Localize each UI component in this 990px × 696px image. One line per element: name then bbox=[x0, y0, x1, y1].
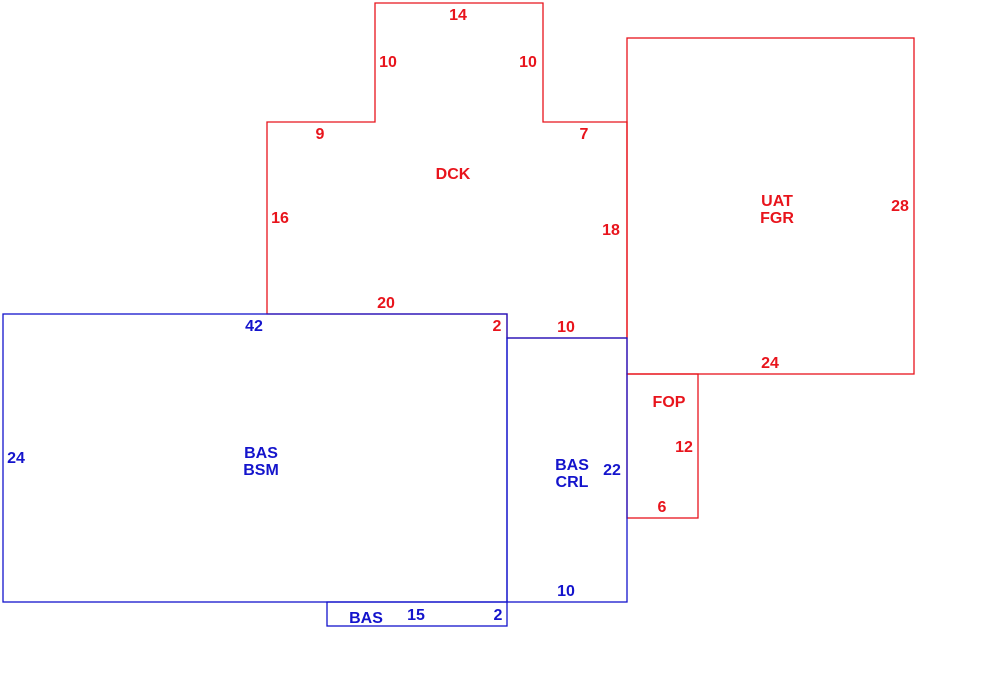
bas-crl-dim-bottom: 10 bbox=[557, 583, 575, 600]
uat-fgr-outline bbox=[626, 37, 915, 375]
dck-dim-right-step: 7 bbox=[580, 126, 589, 143]
fgr-area-label: FGR bbox=[760, 210, 794, 227]
uat-fgr-dim-bottom: 24 bbox=[761, 355, 779, 372]
dck-dim-left-side: 16 bbox=[271, 210, 289, 227]
uat-area-label: UAT bbox=[761, 193, 793, 210]
bas-bsm-dim-top: 42 bbox=[245, 318, 263, 335]
dck-dim-bottom: 20 bbox=[377, 295, 395, 312]
fop-dim-bottom: 6 bbox=[658, 499, 667, 516]
crl-area-label: CRL bbox=[556, 474, 589, 491]
bas-crl-dim-right: 22 bbox=[603, 462, 621, 479]
bas-small-outline bbox=[326, 601, 508, 627]
bsm-area-label: BSM bbox=[243, 462, 279, 479]
dck-area-label: DCK bbox=[436, 166, 471, 183]
dck-dim-top: 14 bbox=[449, 7, 467, 24]
dck-dim-left-upper: 10 bbox=[379, 54, 397, 71]
uat-fgr-dim-right: 28 bbox=[891, 198, 909, 215]
bas-bsm-dim-top-right: 2 bbox=[493, 318, 502, 335]
bas-bsm-dim-left: 24 bbox=[7, 450, 25, 467]
fop-dim-right: 12 bbox=[675, 439, 693, 456]
bas-crl-dim-top: 10 bbox=[557, 319, 575, 336]
dck-dim-left-step: 9 bbox=[316, 126, 325, 143]
bas-small-area-label: BAS bbox=[349, 610, 383, 627]
dck-dim-right-side: 18 bbox=[602, 222, 620, 239]
fop-area-label: FOP bbox=[653, 394, 686, 411]
dck-dim-right-upper: 10 bbox=[519, 54, 537, 71]
bas-small-dim-right: 2 bbox=[494, 607, 503, 624]
bas-area-label: BAS bbox=[244, 445, 278, 462]
bas-crl-area-label: BAS bbox=[555, 457, 589, 474]
bas-small-dim-bottom: 15 bbox=[407, 607, 425, 624]
bas-crl-outline bbox=[506, 337, 628, 603]
